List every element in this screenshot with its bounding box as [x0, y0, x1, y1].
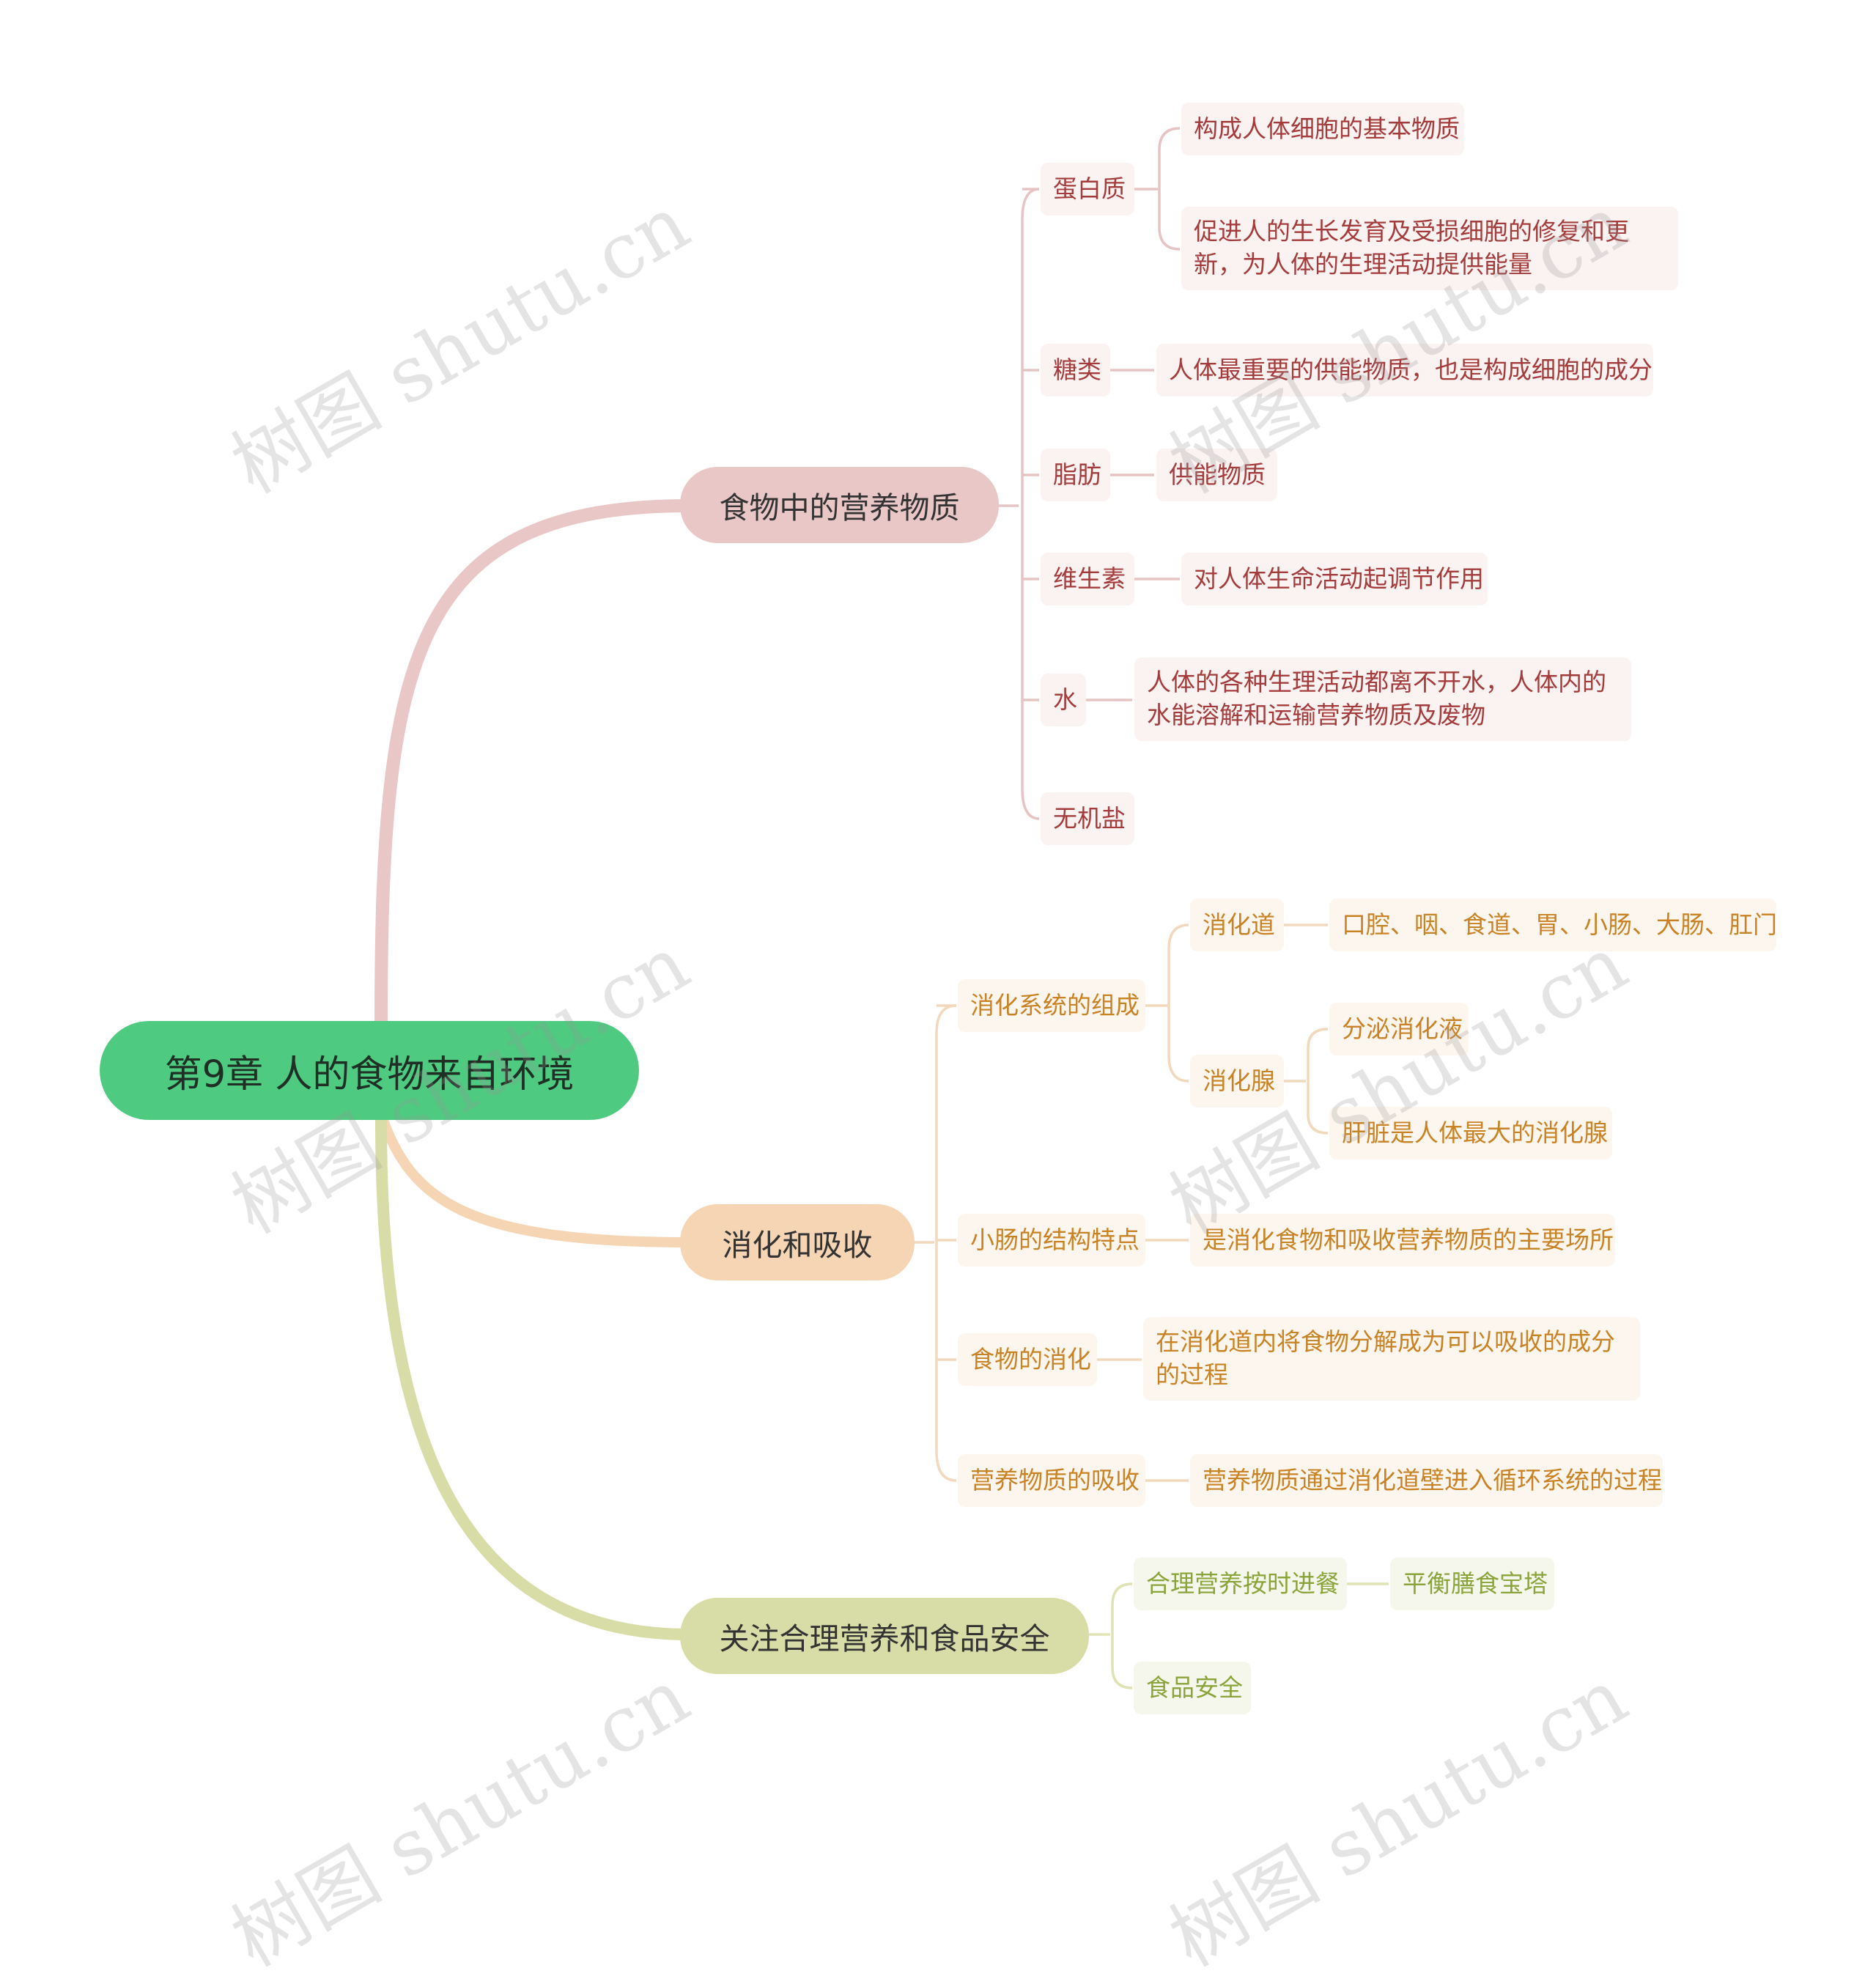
branch-safety[interactable]: 关注合理营养和食品安全	[680, 1598, 1089, 1674]
leaf-digestive-tract[interactable]: 口腔、咽、食道、胃、小肠、大肠、肛门	[1329, 899, 1777, 951]
branch-nutrients-label: 食物中的营养物质	[719, 490, 960, 526]
topic-digestive-tract[interactable]: 消化道	[1190, 899, 1284, 951]
leaf-small-intestine-label: 是消化食物和吸收营养物质的主要场所	[1203, 1225, 1614, 1254]
leaf-protein-1[interactable]: 构成人体细胞的基本物质	[1181, 103, 1464, 155]
topic-water-label: 水	[1053, 685, 1077, 714]
branch-digestion-label: 消化和吸收	[722, 1228, 873, 1263]
topic-fat[interactable]: 脂肪	[1041, 449, 1110, 501]
leaf-food-digestion-label: 在消化道内将食物分解成为可以吸收的成分的过程	[1156, 1327, 1615, 1389]
leaf-gland-1-label: 分泌消化液	[1342, 1014, 1463, 1043]
topic-food-safety[interactable]: 食品安全	[1134, 1662, 1251, 1714]
topic-digestive-system-label: 消化系统的组成	[970, 990, 1140, 1020]
leaf-protein-2-label: 促进人的生长发育及受损细胞的修复和更新，为人体的生理活动提供能量	[1194, 217, 1629, 279]
topic-food-digestion[interactable]: 食物的消化	[958, 1333, 1097, 1386]
leaf-small-intestine[interactable]: 是消化食物和吸收营养物质的主要场所	[1190, 1214, 1615, 1267]
leaf-protein-2[interactable]: 促进人的生长发育及受损细胞的修复和更新，为人体的生理活动提供能量	[1181, 207, 1678, 290]
topic-digestive-gland[interactable]: 消化腺	[1190, 1055, 1284, 1107]
topic-fat-label: 脂肪	[1053, 460, 1101, 489]
topic-sugar[interactable]: 糖类	[1041, 344, 1110, 397]
leaf-food-digestion[interactable]: 在消化道内将食物分解成为可以吸收的成分的过程	[1143, 1317, 1640, 1401]
topic-protein-label: 蛋白质	[1053, 174, 1126, 203]
topic-mineral[interactable]: 无机盐	[1041, 792, 1134, 845]
topic-food-safety-label: 食品安全	[1146, 1673, 1243, 1702]
topic-digestive-gland-label: 消化腺	[1203, 1066, 1275, 1095]
leaf-sugar[interactable]: 人体最重要的供能物质，也是构成细胞的成分	[1156, 344, 1653, 397]
topic-absorption-label: 营养物质的吸收	[970, 1465, 1140, 1494]
leaf-absorption[interactable]: 营养物质通过消化道壁进入循环系统的过程	[1190, 1454, 1663, 1507]
leaf-digestive-tract-label: 口腔、咽、食道、胃、小肠、大肠、肛门	[1342, 910, 1777, 939]
topic-vitamin[interactable]: 维生素	[1041, 553, 1134, 605]
link-root-nutrients	[374, 499, 695, 1033]
leaf-water[interactable]: 人体的各种生理活动都离不开水，人体内的水能溶解和运输营养物质及废物	[1134, 657, 1631, 741]
topic-food-digestion-label: 食物的消化	[970, 1344, 1091, 1374]
link-safety-bracket	[1111, 1582, 1133, 1689]
topic-vitamin-label: 维生素	[1053, 564, 1126, 593]
leaf-water-label: 人体的各种生理活动都离不开水，人体内的水能溶解和运输营养物质及废物	[1147, 668, 1606, 729]
root-label: 第9章 人的食物来自环境	[164, 1053, 575, 1096]
leaf-absorption-label: 营养物质通过消化道壁进入循环系统的过程	[1203, 1465, 1662, 1494]
topic-balanced-meals-label: 合理营养按时进餐	[1146, 1568, 1340, 1598]
leaf-food-pyramid-label: 平衡膳食宝塔	[1403, 1568, 1548, 1598]
link-protein-bracket	[1158, 127, 1181, 251]
topic-small-intestine[interactable]: 小肠的结构特点	[958, 1214, 1145, 1267]
topic-digestive-system[interactable]: 消化系统的组成	[958, 979, 1145, 1032]
root-node[interactable]: 第9章 人的食物来自环境	[100, 1021, 639, 1120]
topic-protein[interactable]: 蛋白质	[1041, 163, 1134, 215]
leaf-protein-1-label: 构成人体细胞的基本物质	[1194, 114, 1460, 143]
topic-small-intestine-label: 小肠的结构特点	[970, 1225, 1140, 1254]
link-nutrients-bracket	[1021, 188, 1040, 820]
topic-water[interactable]: 水	[1041, 674, 1086, 726]
link-root-digestion	[376, 1109, 694, 1247]
connector-lines	[374, 127, 1389, 1689]
link-root-safety	[375, 1116, 695, 1640]
leaf-gland-2-label: 肝脏是人体最大的消化腺	[1342, 1118, 1608, 1147]
leaf-vitamin[interactable]: 对人体生命活动起调节作用	[1181, 553, 1488, 605]
leaf-sugar-label: 人体最重要的供能物质，也是构成细胞的成分	[1169, 355, 1652, 384]
leaf-food-pyramid[interactable]: 平衡膳食宝塔	[1390, 1557, 1554, 1610]
leaf-gland-2[interactable]: 肝脏是人体最大的消化腺	[1329, 1107, 1612, 1160]
branch-nutrients[interactable]: 食物中的营养物质	[680, 467, 999, 543]
leaf-fat[interactable]: 供能物质	[1156, 449, 1277, 501]
topic-balanced-meals[interactable]: 合理营养按时进餐	[1134, 1557, 1347, 1610]
topic-absorption[interactable]: 营养物质的吸收	[958, 1454, 1145, 1507]
leaf-gland-1[interactable]: 分泌消化液	[1329, 1003, 1469, 1055]
link-gland-bracket	[1307, 1028, 1329, 1135]
topic-mineral-label: 无机盐	[1053, 803, 1126, 833]
link-sys-bracket	[1167, 924, 1189, 1083]
leaf-vitamin-label: 对人体生命活动起调节作用	[1194, 564, 1484, 593]
link-digestion-bracket	[935, 1004, 957, 1482]
branch-digestion[interactable]: 消化和吸收	[680, 1204, 915, 1280]
topic-digestive-tract-label: 消化道	[1203, 910, 1275, 939]
leaf-fat-label: 供能物质	[1169, 460, 1266, 489]
branch-safety-label: 关注合理营养和食品安全	[719, 1621, 1050, 1656]
topic-sugar-label: 糖类	[1053, 355, 1101, 384]
